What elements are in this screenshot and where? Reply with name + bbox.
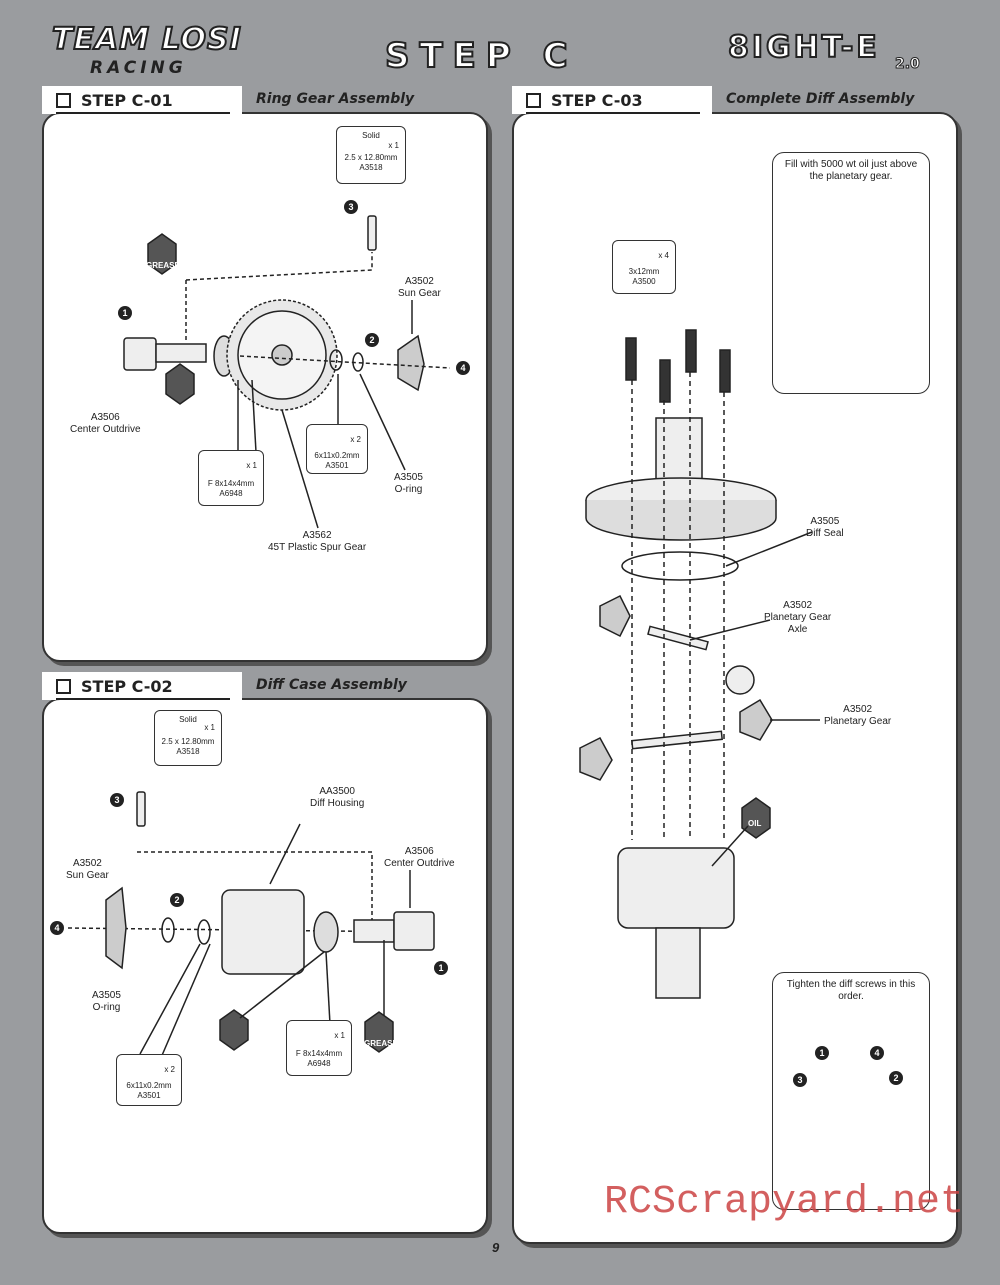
step-number-4: 4 xyxy=(456,361,470,375)
step-number-4: 4 xyxy=(50,921,64,935)
part-callout: x 2 6x11x0.2mm A3501 xyxy=(116,1054,182,1106)
callout-size: 6x11x0.2mm xyxy=(126,1081,172,1090)
screw-order-1: 1 xyxy=(815,1046,829,1060)
grease-badge: GREASE xyxy=(364,1039,398,1048)
callout-part: A6948 xyxy=(219,489,243,498)
step-number-3: 3 xyxy=(110,793,124,807)
step-number-2: 2 xyxy=(170,893,184,907)
step-number-3: 3 xyxy=(344,200,358,214)
page-number: 9 xyxy=(492,1240,500,1255)
panel-subtitle: Ring Gear Assembly xyxy=(256,91,415,107)
checkbox-icon xyxy=(56,92,71,108)
brand-logo: 8IGHT-E xyxy=(727,29,880,66)
part-callout: x 1 F 8x14x4mm A6948 xyxy=(286,1020,352,1076)
callout-qty: x 4 xyxy=(658,251,669,260)
callout-qty: x 1 xyxy=(246,461,257,470)
callout-qty: x 1 xyxy=(388,141,399,150)
grease-badge: GREASE xyxy=(146,261,180,270)
inset-caption: Tighten the diff screws in this order. xyxy=(786,979,916,1002)
part-callout: Solid x 1 2.5 x 12.80mm A3518 xyxy=(336,126,406,184)
callout-size: 6x11x0.2mm xyxy=(314,451,360,460)
part-callout: x 4 3x12mm A3500 xyxy=(612,240,676,294)
step-number-2: 2 xyxy=(365,333,379,347)
step-number-1: 1 xyxy=(118,306,132,320)
inset-screw-order: Tighten the diff screws in this order. xyxy=(772,972,930,1210)
screw-order-3: 3 xyxy=(793,1073,807,1087)
callout-part: A3518 xyxy=(359,163,383,172)
step-label: STEP C-03 xyxy=(551,90,643,110)
inset-caption: Fill with 5000 wt oil just above the pla… xyxy=(784,159,918,182)
callout-part: A6948 xyxy=(307,1059,331,1068)
callout-part: A3501 xyxy=(325,461,349,470)
callout-part: A3501 xyxy=(137,1091,161,1100)
part-callout: x 1 F 8x14x4mm A6948 xyxy=(198,450,264,506)
part-callout: x 2 6x11x0.2mm A3501 xyxy=(306,424,368,474)
tab-step-c03: STEP C-03 xyxy=(512,86,712,114)
callout-size: 3x12mm xyxy=(628,267,660,276)
callout-type: Solid xyxy=(179,715,197,724)
tab-step-c01: STEP C-01 xyxy=(42,86,242,114)
inset-oil-fill: Fill with 5000 wt oil just above the pla… xyxy=(772,152,930,394)
checkbox-icon xyxy=(526,92,541,108)
step-label: STEP C-01 xyxy=(81,90,173,110)
oil-badge: OIL xyxy=(880,211,894,220)
part-callout: Solid x 1 2.5 x 12.80mm A3518 xyxy=(154,710,222,766)
team-losi-logo: TEAM LOSI RACING xyxy=(51,21,267,82)
callout-size: 2.5 x 12.80mm xyxy=(344,153,398,162)
callout-size: F 8x14x4mm xyxy=(295,1049,343,1058)
callout-qty: x 1 xyxy=(204,723,215,732)
oil-badge: OIL xyxy=(748,819,762,828)
logo-text: TEAM LOSI xyxy=(51,21,242,58)
panel-subtitle: Diff Case Assembly xyxy=(256,677,407,693)
callout-size: 2.5 x 12.80mm xyxy=(161,737,215,746)
logo-subtext: RACING xyxy=(90,58,187,78)
panel-subtitle: Complete Diff Assembly xyxy=(726,91,915,107)
tab-step-c02: STEP C-02 xyxy=(42,672,242,700)
screw-order-4: 4 xyxy=(870,1046,884,1060)
step-label: STEP C-02 xyxy=(81,676,173,696)
callout-qty: x 2 xyxy=(350,435,361,444)
brand-version: 2.0 xyxy=(895,56,921,73)
callout-part: A3518 xyxy=(176,747,200,756)
callout-size: F 8x14x4mm xyxy=(207,479,255,488)
page-title: STEP C xyxy=(384,35,578,77)
checkbox-icon xyxy=(56,678,71,694)
callout-qty: x 2 xyxy=(164,1065,175,1074)
callout-type: Solid xyxy=(362,131,380,140)
callout-qty: x 1 xyxy=(334,1031,345,1040)
step-number-1: 1 xyxy=(434,961,448,975)
screw-order-2: 2 xyxy=(889,1071,903,1085)
callout-part: A3500 xyxy=(632,277,656,286)
watermark: RCScrapyard.net xyxy=(604,1180,965,1225)
